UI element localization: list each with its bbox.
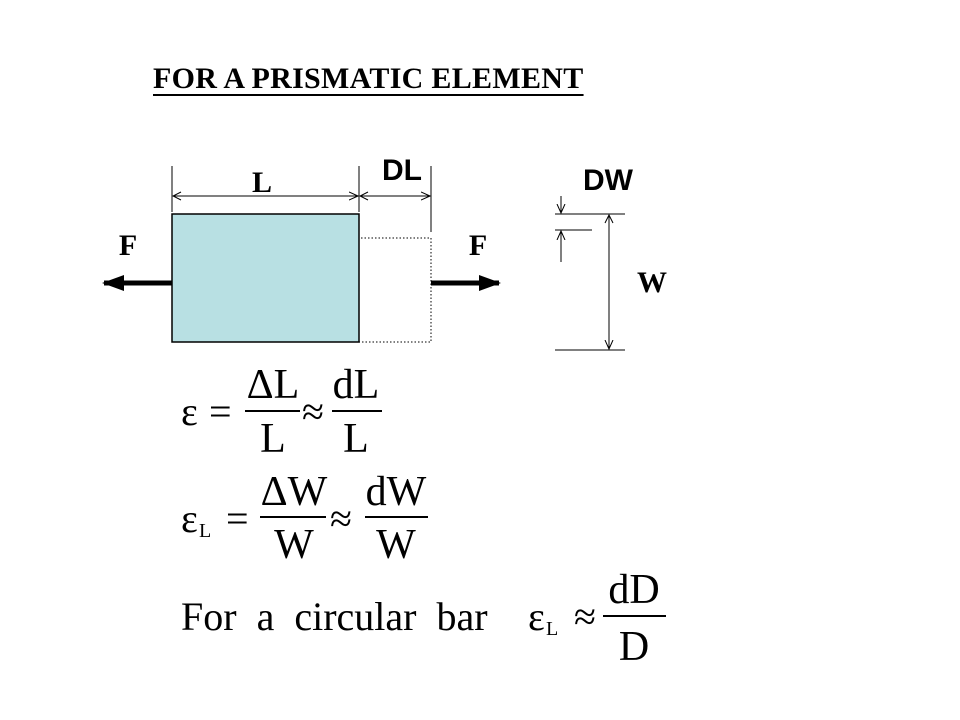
fraction-numerator: dD <box>608 567 659 613</box>
fraction-denominator: L <box>343 416 369 462</box>
equation-strain-width: ε L = ΔW W ≈ dW W <box>181 469 428 568</box>
approx-sign: ≈ <box>302 389 324 434</box>
fraction-numerator: ΔL <box>247 362 300 408</box>
strain-symbol: ε <box>528 594 545 639</box>
approx-sign: ≈ <box>330 496 352 541</box>
equals-sign: = <box>209 389 232 434</box>
length-label: L <box>252 166 272 199</box>
force-label-left: F <box>119 229 137 262</box>
fraction-numerator: dW <box>366 469 427 515</box>
force-label-right: F <box>469 229 487 262</box>
fraction-denominator: W <box>376 522 416 568</box>
equation-strain-length: ε = ΔL L ≈ dL L <box>181 362 382 462</box>
strain-subscript: L <box>546 618 558 640</box>
approx-sign: ≈ <box>574 594 596 639</box>
fraction-numerator: dL <box>333 362 380 408</box>
original-bar <box>171 213 360 343</box>
strain-symbol: ε <box>181 389 198 434</box>
equation-circular-bar: For a circular bar ε L ≈ dD D <box>181 567 666 670</box>
strain-symbol: ε <box>181 496 198 541</box>
fraction-denominator: D <box>619 624 649 670</box>
strain-subscript: L <box>199 520 211 542</box>
equals-sign: = <box>226 496 249 541</box>
delta-width-label: DW <box>583 164 634 197</box>
fraction-denominator: L <box>260 416 286 462</box>
width-label: W <box>637 266 667 299</box>
fraction-denominator: W <box>274 522 314 568</box>
delta-length-label: DL <box>382 154 422 187</box>
circular-bar-text: For a circular bar <box>181 594 488 639</box>
fraction-numerator: ΔW <box>261 469 328 515</box>
page-title: FOR A PRISMATIC ELEMENT <box>153 62 584 95</box>
